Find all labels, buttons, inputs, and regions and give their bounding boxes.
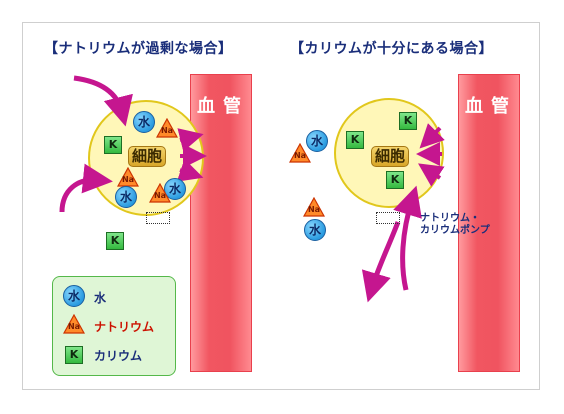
left-inflow-arrow-bottom	[59, 163, 113, 213]
sodium-icon: Na	[117, 167, 139, 187]
left-panel-title: 【ナトリウムが過剰な場合】	[44, 41, 233, 57]
legend-water-icon: 水	[63, 285, 85, 307]
potassium-icon: K	[346, 131, 364, 149]
right-cell-label: 細胞	[371, 146, 410, 167]
legend-water-label: 水	[94, 291, 107, 305]
left-inflow-arrow-top	[73, 75, 133, 127]
legend-sodium-icon: Na	[63, 314, 85, 334]
sodium-icon: Na	[289, 143, 311, 163]
left-vessel-label: 血管	[197, 96, 249, 117]
right-inflow-arrow-1	[419, 123, 445, 149]
water-icon: 水	[133, 111, 155, 133]
potassium-icon: K	[104, 136, 122, 154]
potassium-icon: K	[399, 112, 417, 130]
left-cell-label: 細胞	[128, 146, 167, 167]
left-outflow-arrow-3	[176, 158, 204, 182]
water-icon: 水	[304, 219, 326, 241]
right-pump-arrow-in	[393, 185, 422, 291]
left-blood-vessel	[190, 74, 252, 372]
left-outflow-arrow-1	[177, 128, 204, 152]
pump-label-line-1: ナトリウム・	[420, 213, 480, 224]
water-icon: 水	[164, 178, 186, 200]
right-vessel-label: 血管	[465, 96, 517, 117]
pump-label-line-2: カリウムポンプ	[420, 225, 490, 236]
water-icon: 水	[115, 186, 137, 208]
legend-sodium-label: ナトリウム	[94, 320, 155, 334]
legend-potassium-icon: K	[65, 346, 83, 364]
potassium-icon: K	[386, 171, 404, 189]
sodium-icon: Na	[149, 183, 171, 203]
right-blood-vessel	[458, 74, 520, 372]
potassium-icon: K	[106, 232, 124, 250]
right-panel-title: 【カリウムが十分にある場合】	[290, 41, 493, 57]
right-inflow-arrow-3	[418, 163, 445, 187]
sodium-icon: Na	[303, 197, 325, 217]
pump-label: ナトリウム・ カリウムポンプ	[420, 213, 490, 237]
left-pump-box	[146, 212, 170, 224]
water-icon: 水	[306, 130, 328, 152]
sodium-icon: Na	[156, 118, 178, 138]
legend-potassium-label: カリウム	[94, 349, 143, 363]
right-pump-arrow-out	[361, 221, 401, 303]
right-pump-box	[376, 212, 400, 224]
